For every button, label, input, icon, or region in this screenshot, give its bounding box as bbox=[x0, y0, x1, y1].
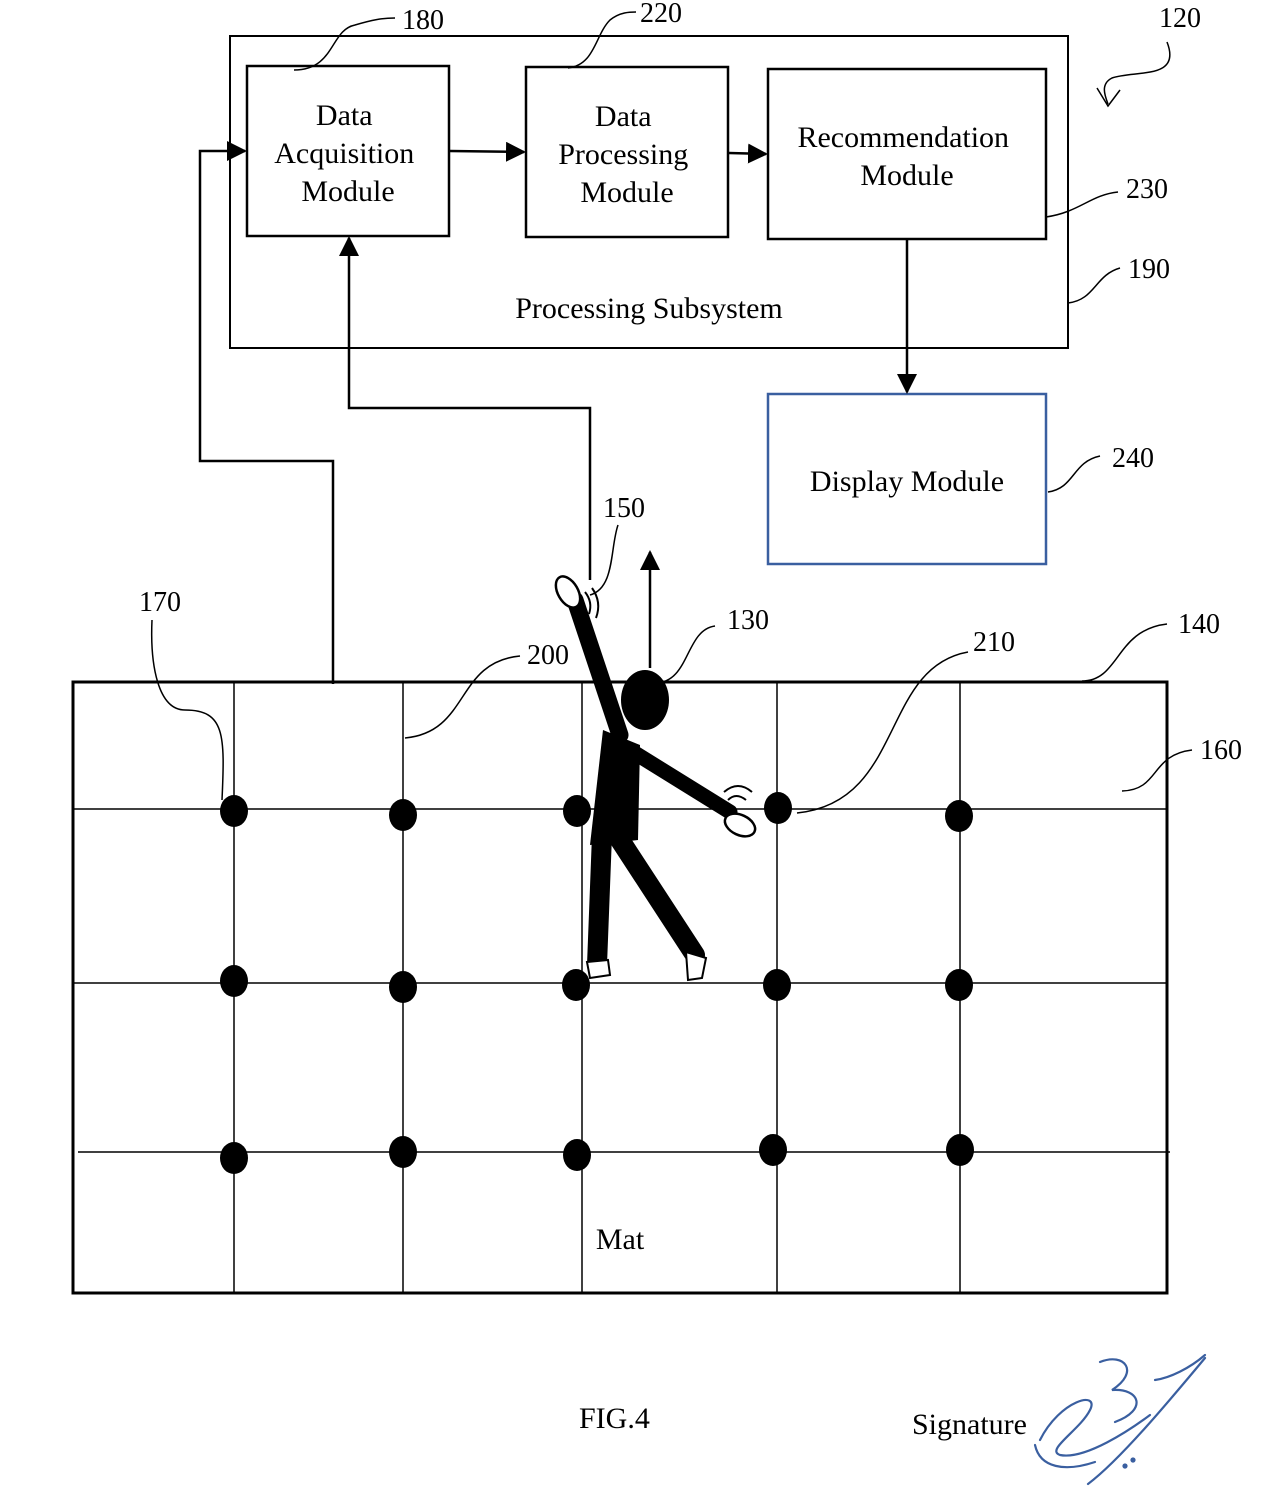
sensor-node bbox=[946, 1134, 974, 1166]
user-head bbox=[621, 670, 669, 730]
processing-subsystem-label: Processing Subsystem bbox=[515, 292, 783, 325]
wearable-wrist-icon bbox=[723, 812, 757, 838]
signature-scribble bbox=[1033, 1353, 1207, 1486]
ref-180: 180 bbox=[402, 5, 444, 36]
sensor-node bbox=[563, 795, 591, 827]
display-module-label: Display Module bbox=[810, 465, 1004, 498]
sensor-node bbox=[220, 1142, 248, 1174]
ref-190: 190 bbox=[1128, 254, 1170, 285]
ref-200: 200 bbox=[527, 640, 569, 671]
sensor-node bbox=[220, 965, 248, 997]
user-figure bbox=[554, 575, 757, 982]
recommendation-label: Recommendation Module bbox=[797, 121, 1016, 192]
sensor-node bbox=[389, 799, 417, 831]
arrow-acq-to-proc bbox=[449, 141, 526, 162]
ref-220: 220 bbox=[640, 0, 682, 29]
wearable-hand-icon bbox=[554, 575, 582, 609]
processing-subsystem-box bbox=[229, 35, 1069, 349]
ref-210: 210 bbox=[973, 627, 1015, 658]
data-processing-module-box bbox=[524, 65, 730, 239]
figure-caption: FIG.4 bbox=[579, 1402, 650, 1435]
arrow-proc-to-rec bbox=[728, 143, 768, 164]
mat-label: Mat bbox=[596, 1223, 645, 1256]
display-module-box bbox=[766, 392, 1048, 566]
sensor-node bbox=[945, 800, 973, 832]
wearable-signal-path bbox=[339, 236, 592, 580]
sensor-node bbox=[764, 792, 792, 824]
sensor-node bbox=[389, 1136, 417, 1168]
leader-lines bbox=[150, 11, 1193, 814]
recommendation-module-box bbox=[766, 67, 1048, 241]
ref-140: 140 bbox=[1178, 609, 1220, 640]
sensor-node bbox=[389, 971, 417, 1003]
sensor-node bbox=[759, 1134, 787, 1166]
ref-240: 240 bbox=[1112, 443, 1154, 474]
mat-signal-path bbox=[198, 141, 335, 684]
sensor-node bbox=[945, 969, 973, 1001]
mat-border bbox=[71, 680, 1169, 1295]
user-torso bbox=[590, 730, 640, 845]
sensor-nodes bbox=[220, 792, 974, 1174]
ref-130: 130 bbox=[727, 605, 769, 636]
data-processing-label: Data Processing Module bbox=[558, 100, 696, 209]
ref-120: 120 bbox=[1159, 3, 1201, 34]
sensor-node bbox=[220, 795, 248, 827]
signature-label: Signature bbox=[912, 1408, 1027, 1441]
ref-160: 160 bbox=[1200, 735, 1242, 766]
sensor-node bbox=[563, 1139, 591, 1171]
ref-230: 230 bbox=[1126, 174, 1168, 205]
data-acquisition-label: Data Acquisition Module bbox=[274, 99, 422, 208]
ref-150: 150 bbox=[603, 493, 645, 524]
ref-170: 170 bbox=[139, 587, 181, 618]
sensor-node bbox=[562, 969, 590, 1001]
sensor-node bbox=[763, 969, 791, 1001]
